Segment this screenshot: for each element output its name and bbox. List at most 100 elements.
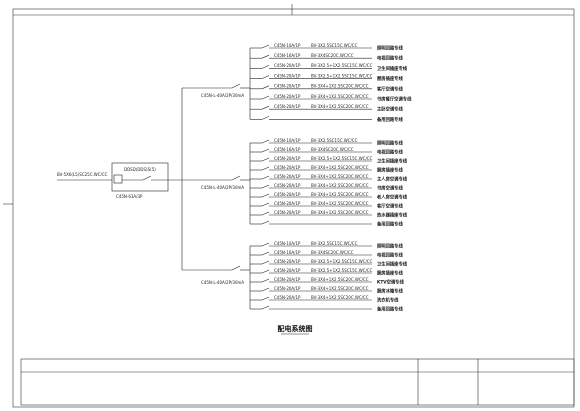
circuit-breaker-label: C45N-20A/1P bbox=[274, 73, 301, 78]
circuit-breaker-symbol bbox=[261, 65, 270, 69]
diagram-title: 配电系统图 bbox=[278, 324, 313, 333]
circuit-breaker-label: C45N-16A/1P bbox=[274, 53, 301, 58]
circuit-breaker-symbol bbox=[261, 296, 270, 301]
circuit-breaker-label: C45N-10A/1P bbox=[274, 241, 301, 246]
main-breaker-blade bbox=[142, 175, 152, 181]
circuit-breaker-label: C45N-20A/1P bbox=[274, 277, 301, 282]
circuit-cable-label: BV-3X2.5+1X2.5SC15C.WC/CC bbox=[311, 156, 373, 161]
circuit-name: 厨房插座专线 bbox=[377, 167, 403, 174]
circuit-cable-label: BV-3X4+1X2.5SC20C.WC/CC bbox=[311, 165, 369, 170]
circuit-cable-label: BV-3X4SC20C.WC/CC bbox=[311, 147, 354, 152]
circuit-name: 备用回路专线 bbox=[377, 116, 403, 123]
circuit-cable-label: BV-3X2.5SC15C.WC/CC bbox=[311, 43, 358, 48]
circuit-breaker-symbol bbox=[261, 269, 270, 274]
circuit-name: 书房空调专线 bbox=[377, 185, 403, 192]
circuit-breaker-symbol bbox=[261, 260, 270, 265]
circuit-cable-label: BV-3X4+1X2.5SC20C.WC/CC bbox=[311, 104, 369, 109]
circuit-breaker-symbol bbox=[261, 95, 270, 100]
group-breaker-symbol bbox=[231, 265, 241, 271]
circuit-name: 客厅空调专线 bbox=[376, 203, 403, 210]
circuit-cable-label: BV-3X2.5+1X2.5SC15C.WC/CC bbox=[311, 73, 373, 78]
circuit-cable-label: BV-3X4+1X2.5SC20C.WC/CC bbox=[311, 277, 369, 282]
circuit-name: 洗衣机专线 bbox=[377, 297, 399, 304]
circuit-name: 电视回路专线 bbox=[377, 252, 403, 259]
incoming-cable-label: BV-5X6(L5)SC25C.WC/CC bbox=[57, 172, 108, 177]
circuit-name: 厨房冰箱专线 bbox=[377, 288, 403, 295]
circuit-breaker-label: C45N-20A/1P bbox=[274, 192, 301, 197]
circuit-breaker-label: C45N-20A/1P bbox=[274, 259, 301, 264]
circuit-breaker-label: C45N-10A/1P bbox=[274, 138, 301, 143]
circuit-cable-label: BV-3X4+1X2.5SC20C.WC/CC bbox=[311, 183, 369, 188]
circuit-breaker-label: C45N-20A/1P bbox=[274, 174, 301, 179]
circuit-name: 厨房插座专线 bbox=[377, 75, 403, 82]
circuit-cable-label: BV-3X2.5+1X2.5SC15C.WC/CC bbox=[311, 268, 373, 273]
circuit-cable-label: BV-3X2.5SC15C.WC/CC bbox=[311, 138, 358, 143]
circuit-breaker-symbol bbox=[261, 211, 270, 216]
title-block bbox=[20, 358, 575, 406]
circuit-breaker-symbol bbox=[261, 175, 270, 180]
circuit-cable-label: BV-3X4+1X2.5SC20C.WC/CC bbox=[311, 286, 369, 291]
circuit-breaker-label: C45N-10A/1P bbox=[274, 43, 301, 48]
circuit-breaker-label: C45N-20A/1P bbox=[274, 63, 301, 68]
circuit-name: 照明回路专线 bbox=[377, 140, 403, 147]
circuit-name: 主卧空调专线 bbox=[377, 106, 403, 113]
circuit-breaker-symbol bbox=[261, 139, 270, 144]
circuit-breaker-label: C45N-20A/1P bbox=[274, 295, 301, 300]
circuit-name: 卫生间插座专线 bbox=[377, 158, 408, 165]
group-breaker-label: C45N-L-40A/2P/30mA bbox=[201, 185, 244, 190]
main-breaker-label: C45N-63A/3P bbox=[116, 194, 143, 199]
circuit-breaker-label: C45N-16A/1P bbox=[274, 250, 301, 255]
circuit-name: 备用回路专线 bbox=[377, 221, 403, 228]
circuit-breaker-symbol bbox=[261, 287, 270, 292]
circuit-breaker-label: C45N-20A/1P bbox=[274, 268, 301, 273]
circuit-breaker-label: C45N-20A/1P bbox=[274, 183, 301, 188]
circuit-name: 热水器插座专线 bbox=[377, 212, 408, 219]
circuit-name: 卫生间插座专线 bbox=[377, 65, 408, 72]
circuit-breaker-label: C45N-20A/1P bbox=[274, 165, 301, 170]
circuit-cable-label: BV-3X2.5+1X2.5SC15C.WC/CC bbox=[311, 259, 373, 264]
circuit-name: 书房餐厅空调专线 bbox=[377, 96, 412, 103]
circuit-cable-label: BV-3X2.5SC15C.WC/CC bbox=[311, 241, 358, 246]
group-breaker-symbol bbox=[231, 83, 241, 89]
circuit-cable-label: BV-3X4+1X2.5SC20C.WC/CC bbox=[311, 295, 369, 300]
circuit-cable-label: BV-3X4+1X2.5SC20C.WC/CC bbox=[311, 174, 369, 179]
meter-label: DDSD(DDS)S(5) bbox=[124, 167, 156, 172]
circuit-group: C45N-L-40A/2P/30mA C45N-10A/1P BV-3X2.5SC1… bbox=[182, 138, 408, 228]
circuit-breaker-symbol bbox=[261, 148, 270, 153]
meter-symbol bbox=[113, 174, 123, 184]
circuit-breaker-symbol bbox=[261, 251, 270, 256]
circuit-breaker-symbol bbox=[261, 305, 270, 310]
circuit-breaker-symbol bbox=[261, 184, 270, 189]
circuit-name: KTV空调专线 bbox=[377, 279, 404, 286]
circuit-cable-label: BV-3X4+1X2.5SC20C.WC/CC bbox=[311, 94, 369, 99]
circuit-breaker-symbol bbox=[261, 54, 270, 59]
circuit-name: 主人房空调专线 bbox=[377, 176, 408, 183]
circuit-breaker-label: C45N-20A/1P bbox=[274, 156, 301, 161]
circuit-breaker-label: C45N-20A/1P bbox=[274, 286, 301, 291]
circuit-name: 电视回路专线 bbox=[377, 55, 403, 62]
group-breaker-symbol bbox=[231, 175, 241, 181]
circuit-cable-label: BV-3X4+1X2.5SC20C.WC/CC bbox=[311, 192, 369, 197]
circuit-name: 照明回路专线 bbox=[377, 45, 403, 52]
circuit-breaker-symbol bbox=[261, 242, 270, 247]
circuit-breaker-symbol bbox=[261, 193, 270, 198]
circuit-breaker-symbol bbox=[261, 202, 270, 207]
circuit-name: 卫生间插座专线 bbox=[377, 261, 408, 268]
circuit-cable-label: BV-3X4SC20C.WC/CC bbox=[311, 53, 354, 58]
circuit-group: C45N-L-40A/2P/30mA C45N-10A/1P BV-3X2.5SC1… bbox=[182, 241, 408, 313]
circuit-name: 照明回路专线 bbox=[377, 243, 403, 250]
circuit-breaker-label: C45N-20A/1P bbox=[274, 210, 301, 215]
outer-frame bbox=[12, 8, 575, 408]
circuit-breaker-symbol bbox=[261, 157, 270, 162]
circuit-breaker-label: C45N-20A/1P bbox=[274, 104, 301, 109]
circuit-name: 客厅空调专线 bbox=[376, 85, 403, 92]
circuit-breaker-symbol bbox=[261, 278, 270, 283]
circuit-breaker-symbol bbox=[261, 44, 270, 49]
circuit-cable-label: BV-3X4+1X2.5SC20C.WC/CC bbox=[311, 210, 369, 215]
circuit-breaker-symbol bbox=[261, 105, 270, 110]
circuit-cable-label: BV-3X4+1X2.5SC20C.WC/CC bbox=[311, 84, 369, 89]
group-breaker-label: C45N-L-40A/2P/30mA bbox=[201, 280, 244, 285]
circuit-breaker-symbol bbox=[261, 220, 270, 225]
